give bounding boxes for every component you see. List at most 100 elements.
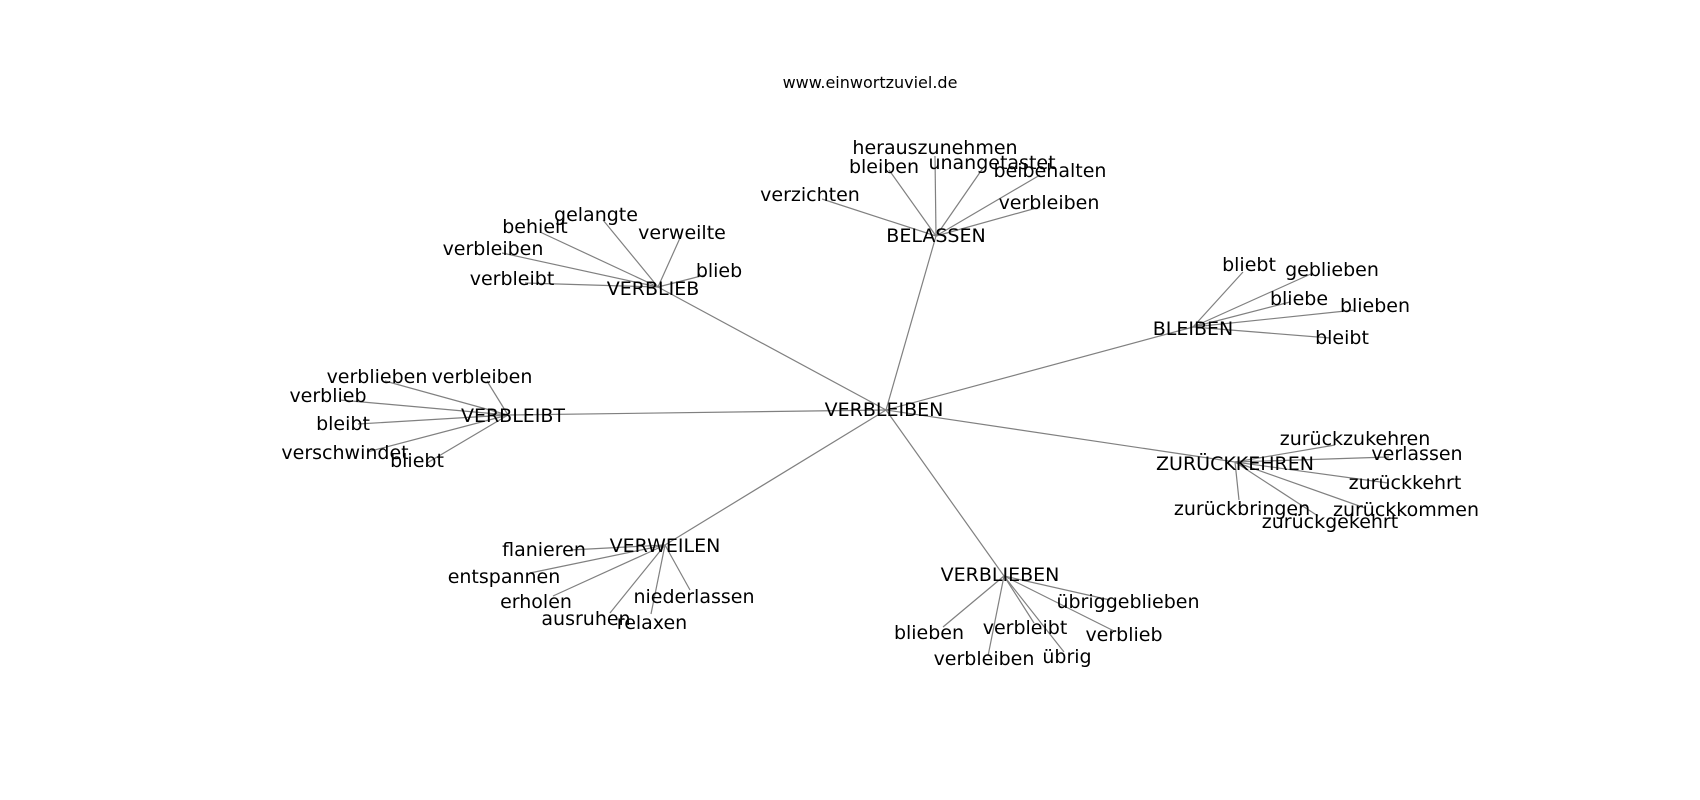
- leaf-node-label: niederlassen: [633, 586, 754, 608]
- leaf-edge: [366, 414, 509, 453]
- root-edge: [507, 409, 887, 416]
- leaf-node-label: verweilte: [638, 222, 726, 244]
- leaf-edge: [524, 282, 659, 288]
- leaf-edge: [934, 155, 937, 237]
- leaf-edge: [1003, 575, 1111, 601]
- leaf-node-label: verbleiben: [934, 648, 1035, 670]
- leaf-node-label: verbleibt: [983, 617, 1068, 639]
- leaf-edge: [357, 414, 509, 425]
- leaf-edge: [1234, 461, 1319, 517]
- leaf-node-label: zurückkehrt: [1349, 472, 1462, 494]
- leaf-node-label: bliebt: [390, 450, 444, 472]
- leaf-node-label: verlassen: [1371, 443, 1462, 465]
- leaf-node-label: verzichten: [760, 184, 860, 206]
- leaf-node-label: flanieren: [502, 539, 586, 561]
- leaf-edge: [821, 198, 937, 237]
- leaf-edge: [1192, 271, 1244, 328]
- leaf-node-label: verbleiben: [999, 192, 1100, 214]
- leaf-edge: [569, 544, 666, 551]
- leaf-edge: [552, 544, 666, 597]
- hub-node-label: VERBLIEBEN: [941, 564, 1060, 586]
- root-edge: [657, 286, 887, 411]
- leaf-edge: [888, 169, 937, 237]
- leaf-node-label: zurückgekehrt: [1262, 511, 1398, 533]
- leaf-node-label: entspannen: [448, 566, 561, 588]
- leaf-edge: [942, 575, 1005, 628]
- leaf-edge: [657, 274, 706, 288]
- leaf-node-label: bleibt: [316, 413, 370, 435]
- leaf-node-label: unangetastet: [928, 152, 1055, 174]
- leaf-edge: [935, 206, 1041, 237]
- leaf-edge: [664, 544, 691, 591]
- leaf-edge: [384, 380, 509, 416]
- leaf-edge: [935, 167, 984, 237]
- leaf-node-label: bliebe: [1270, 288, 1328, 310]
- root-edge: [885, 326, 1194, 411]
- leaf-node-label: verblieben: [327, 366, 428, 388]
- site-title: www.einwortzuviel.de: [783, 73, 958, 92]
- leaf-edge: [339, 399, 509, 416]
- hub-node-label: BLEIBEN: [1153, 318, 1233, 340]
- leaf-edge: [486, 380, 509, 416]
- root-node-label: VERBLEIBEN: [825, 399, 944, 421]
- leaf-node-label: bliebt: [1222, 254, 1276, 276]
- leaf-node-label: beibehalten: [994, 160, 1107, 182]
- leaf-edge: [935, 174, 1041, 237]
- leaf-node-label: zurückzukehren: [1280, 428, 1431, 450]
- hub-node-label: VERBLEIBT: [461, 405, 565, 427]
- hub-node-label: ZURÜCKKEHREN: [1156, 452, 1314, 475]
- leaf-node-label: übrig: [1042, 646, 1091, 668]
- leaf-node-label: zurückbringen: [1174, 498, 1310, 520]
- leaf-edge: [529, 544, 666, 574]
- leaf-node-label: verbleiben: [443, 238, 544, 260]
- hub-node-label: VERBLIEB: [607, 278, 699, 300]
- leaf-node-label: verblieb: [289, 385, 366, 407]
- leaf-edge: [609, 544, 666, 614]
- leaf-node-label: verschwindet: [281, 442, 408, 464]
- hub-node-label: BELASSEN: [886, 225, 985, 247]
- leaf-node-label: bleibt: [1315, 327, 1369, 349]
- leaf-node-label: geblieben: [1285, 259, 1379, 281]
- leaf-edge: [1003, 575, 1035, 624]
- leaf-edge: [987, 575, 1005, 657]
- leaf-node-label: erholen: [500, 591, 572, 613]
- leaf-edge: [539, 231, 659, 288]
- leaf-node-label: blieb: [696, 260, 742, 282]
- leaf-node-label: übriggeblieben: [1056, 591, 1199, 613]
- leaf-node-label: relaxen: [617, 612, 687, 634]
- leaf-node-label: blieben: [1340, 295, 1410, 317]
- leaf-node-label: verbleibt: [470, 268, 555, 290]
- leaf-node-label: verbleiben: [432, 366, 533, 388]
- root-edge: [885, 235, 937, 411]
- leaf-node-label: herauszunehmen: [852, 137, 1017, 159]
- hub-node-label: VERWEILEN: [610, 535, 721, 557]
- leaf-edge: [1234, 461, 1366, 509]
- leaf-edge: [602, 219, 659, 288]
- leaf-edge: [501, 252, 659, 288]
- leaf-node-label: verblieb: [1085, 624, 1162, 646]
- leaf-edge: [1192, 326, 1331, 339]
- leaf-edge: [1234, 444, 1336, 463]
- leaf-node-label: bleiben: [849, 156, 919, 178]
- leaf-edge: [1192, 301, 1291, 328]
- leaf-node-label: gelangte: [554, 204, 638, 226]
- edge-layer: [339, 155, 1390, 657]
- leaf-edge: [1234, 461, 1389, 484]
- leaf-edge: [1003, 575, 1115, 632]
- leaf-node-label: blieben: [894, 622, 964, 644]
- leaf-edge: [1192, 272, 1314, 328]
- leaf-node-label: behielt: [502, 216, 568, 238]
- root-edge: [885, 409, 1236, 463]
- root-edge: [885, 409, 1005, 577]
- leaf-edge: [1003, 575, 1065, 653]
- leaf-node-label: ausruhen: [541, 608, 630, 630]
- leaf-edge: [1234, 456, 1390, 463]
- leaf-edge: [1192, 309, 1356, 328]
- leaf-edge: [1234, 461, 1240, 501]
- leaf-edge: [426, 414, 509, 464]
- leaf-edge: [657, 237, 681, 288]
- leaf-node-label: zurückkommen: [1333, 499, 1479, 521]
- leaf-edge: [650, 544, 666, 615]
